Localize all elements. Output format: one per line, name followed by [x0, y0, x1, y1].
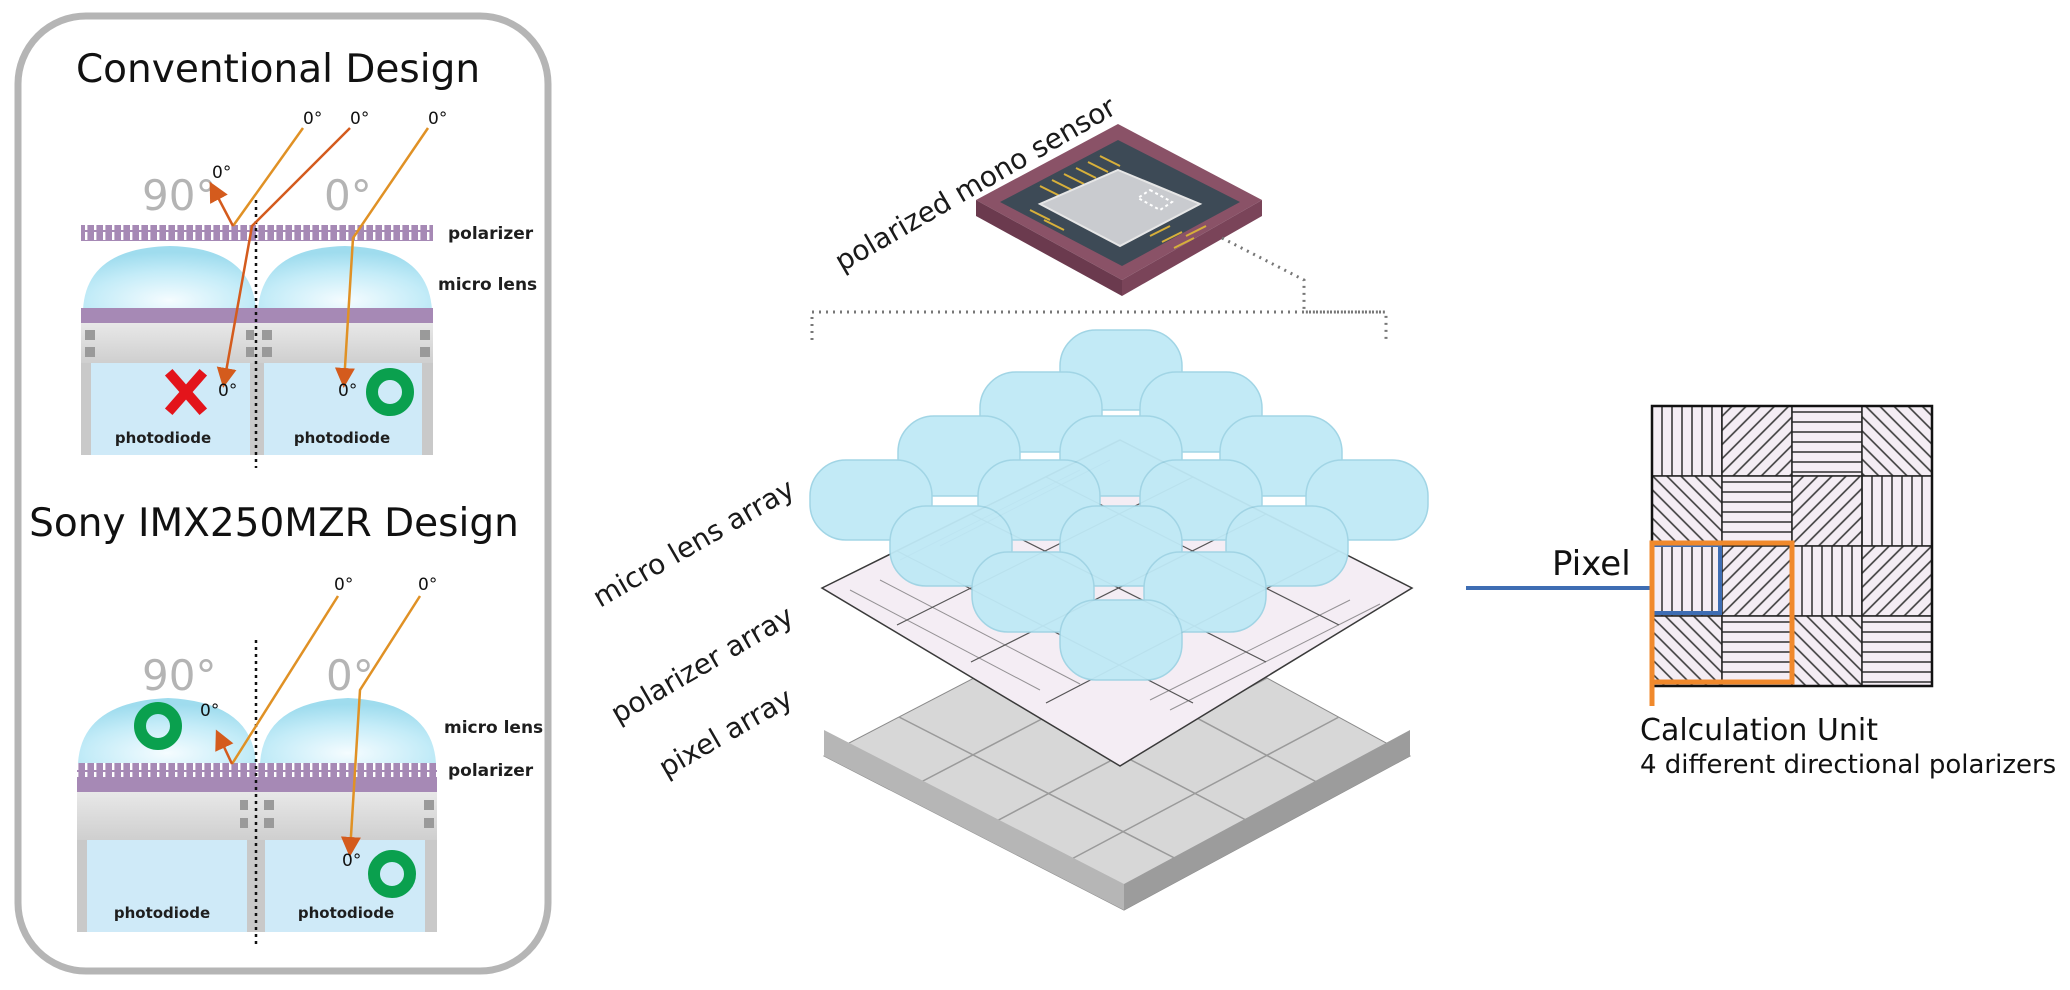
polarizer-cell — [1791, 405, 1863, 477]
polarizer-cell — [1791, 545, 1863, 617]
sony-lens-left — [78, 698, 256, 763]
micro-lens — [971, 551, 1095, 633]
sony-ray-2 — [340, 595, 422, 857]
conventional-deg-3: 0° — [428, 109, 447, 129]
sony-angle-90: 90° — [142, 651, 216, 700]
polarized-mono-sensor-chip — [976, 124, 1262, 296]
polarizer-cell — [1651, 475, 1723, 547]
sony-micro-lens-label: micro lens — [444, 718, 543, 738]
sony-deg-reflect: 0° — [200, 701, 219, 721]
pixel-label: Pixel — [1552, 544, 1631, 584]
polarizer-cell — [1721, 615, 1793, 687]
conventional-micro-lens-label: micro lens — [438, 275, 537, 295]
conventional-title: Conventional Design — [76, 47, 480, 92]
conventional-ray-2 — [216, 127, 351, 388]
polarizer-cell — [1861, 545, 1933, 617]
polarizer-cell — [1861, 615, 1933, 687]
polarizer-cell — [1721, 405, 1793, 477]
sony-reflection — [215, 729, 234, 765]
conventional-polarizer-label: polarizer — [448, 224, 534, 244]
conventional-photodiode-right-label: photodiode — [294, 429, 390, 447]
conventional-photodiode-left-label: photodiode — [115, 429, 211, 447]
conventional-filter-band — [81, 308, 433, 323]
success-ring-icon — [134, 702, 182, 750]
conventional-ray-3 — [334, 127, 430, 388]
conventional-deg-reflect: 0° — [212, 163, 231, 183]
micro-lens — [1059, 599, 1183, 681]
polarizer-cell — [1651, 405, 1723, 477]
conventional-deg-1: 0° — [303, 109, 322, 129]
sony-title: Sony IMX250MZR Design — [29, 501, 519, 546]
sony-deg-2: 0° — [418, 575, 437, 595]
sony-ray-1 — [230, 595, 340, 765]
micro-lens-array-label: micro lens array — [587, 472, 800, 614]
sony-polarizer-label: polarizer — [448, 761, 534, 781]
conventional-lens-left — [83, 246, 256, 310]
success-ring-icon — [366, 368, 414, 416]
micro-lens — [1143, 551, 1267, 633]
conventional-deg-pd-left: 0° — [218, 381, 237, 401]
conventional-deg-pd-right: 0° — [338, 381, 357, 401]
polarizer-cell — [1861, 405, 1933, 477]
micro-lens-array — [809, 329, 1429, 681]
conventional-design: Conventional Design 90° 0° polarizer mic… — [76, 47, 537, 468]
conventional-ray-1 — [231, 127, 305, 227]
conventional-angle-0: 0° — [324, 171, 372, 220]
conventional-polarizer — [81, 225, 433, 241]
calculation-unit-desc: 4 different directional polarizers — [1640, 750, 2056, 780]
polarizer-cell — [1791, 475, 1863, 547]
sony-lens-right — [260, 698, 436, 763]
conventional-lens-right — [258, 246, 432, 310]
zoom-leader-line — [1221, 236, 1388, 340]
sony-design: Sony IMX250MZR Design 90° 0° micro lens … — [29, 501, 543, 945]
conventional-reflection — [209, 181, 235, 227]
calculation-unit-label: Calculation Unit — [1640, 713, 1878, 748]
polarizer-cell — [1651, 615, 1723, 687]
calculation-unit-highlight — [1649, 540, 1795, 685]
fail-x-icon — [164, 368, 208, 416]
sony-deg-pd: 0° — [342, 851, 361, 871]
polarizer-cell — [1791, 615, 1863, 687]
sony-angle-0: 0° — [326, 651, 374, 700]
zoom-bracket — [810, 310, 1386, 340]
sony-photodiode-left-label: photodiode — [114, 904, 210, 922]
success-ring-icon — [368, 850, 416, 898]
conventional-angle-90: 90° — [142, 171, 216, 220]
polarizer-cell — [1861, 475, 1933, 547]
sony-deg-1: 0° — [334, 575, 353, 595]
polarizer-grid — [1650, 404, 1934, 688]
sony-polarizer — [77, 763, 437, 777]
conventional-deg-2: 0° — [350, 109, 369, 129]
polarizer-cell — [1721, 545, 1793, 617]
sony-photodiode-left — [87, 840, 247, 932]
sony-filter-band — [77, 777, 437, 792]
polarizer-cell — [1721, 475, 1793, 547]
polarizer-cell — [1651, 545, 1723, 617]
sony-photodiode-right-label: photodiode — [298, 904, 394, 922]
